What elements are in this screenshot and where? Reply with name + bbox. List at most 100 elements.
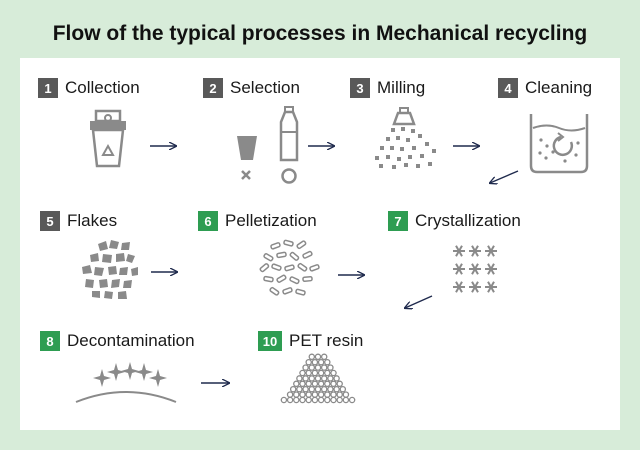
resin-bead: [311, 391, 319, 398]
step-number: 5: [40, 211, 60, 231]
step-label: Selection: [230, 78, 300, 97]
step-label: Crystallization: [415, 211, 521, 230]
resin-bead: [333, 375, 340, 382]
washing-tank-icon: [529, 114, 589, 174]
resin-bead: [280, 396, 288, 404]
resin-bead: [317, 380, 325, 388]
step-number: 6: [198, 211, 218, 231]
resin-bead: [299, 369, 306, 377]
flow-arrows: [150, 146, 519, 383]
resin-bead: [296, 385, 303, 393]
resin-bead: [327, 364, 334, 371]
resin-bead: [299, 396, 306, 404]
step-selection: 2 Selection: [203, 78, 300, 98]
resin-bead: [305, 369, 312, 377]
resin-bead: [324, 369, 331, 377]
diagram-panel: 1 Collection 2 Selection 3 Milling 4 Cle…: [20, 58, 620, 430]
crystals-icon: [453, 245, 497, 293]
resin-bead: [293, 396, 300, 404]
resin-bead: [336, 391, 343, 398]
step-cleaning: 4 Cleaning: [498, 78, 592, 98]
step-label: Flakes: [67, 211, 118, 230]
page-title: Flow of the typical processes in Mechani…: [52, 22, 588, 45]
resin-pile-icon: [280, 353, 356, 404]
step-crystallization: 7 Crystallization: [388, 211, 521, 231]
resin-bead: [314, 353, 322, 361]
step-number: 10: [258, 331, 282, 351]
resin-bead: [327, 375, 334, 382]
resin-bead: [320, 385, 328, 393]
step-number: 7: [388, 211, 408, 231]
resin-bead: [311, 369, 319, 377]
resin-bead: [308, 375, 316, 382]
resin-bead: [342, 396, 350, 404]
resin-bead: [330, 396, 337, 404]
resin-bead: [305, 380, 312, 388]
resin-bead: [311, 380, 319, 388]
recycle-bin-icon: [90, 109, 126, 168]
resin-bead: [289, 385, 297, 393]
resin-bead: [314, 375, 322, 382]
resin-bead: [286, 391, 294, 398]
resin-bead: [330, 369, 337, 377]
flakes-icon: [82, 240, 138, 299]
pellets-icon: [259, 239, 320, 296]
resin-bead: [314, 364, 322, 371]
resin-bead: [299, 380, 306, 388]
resin-bead: [317, 358, 325, 366]
resin-bead: [305, 358, 312, 366]
arrow-icon: [490, 170, 519, 183]
resin-bead: [296, 375, 303, 382]
resin-bead: [339, 385, 347, 393]
resin-bead: [302, 364, 309, 371]
step-pelletization: 6 Pelletization: [198, 211, 317, 231]
resin-bead: [324, 380, 331, 388]
resin-bead: [311, 396, 319, 404]
resin-bead: [286, 396, 294, 404]
step-number: 1: [38, 78, 58, 98]
step-number: 2: [203, 78, 223, 98]
resin-bead: [330, 380, 337, 388]
resin-bead: [324, 396, 331, 404]
step-milling: 3 Milling: [350, 78, 425, 98]
resin-bead: [324, 358, 331, 366]
step-label: PET resin: [289, 331, 364, 350]
resin-bead: [293, 380, 300, 388]
step-collection: 1 Collection: [38, 78, 140, 98]
resin-bead: [308, 353, 316, 361]
resin-bead: [348, 396, 356, 404]
resin-bead: [336, 380, 343, 388]
step-number: 3: [350, 78, 370, 98]
resin-bead: [305, 396, 312, 404]
resin-bead: [336, 396, 343, 404]
step-flakes: 5 Flakes: [40, 211, 117, 231]
resin-bead: [324, 391, 331, 398]
resin-bead: [333, 385, 340, 393]
resin-bead: [302, 375, 309, 382]
resin-bead: [317, 396, 325, 404]
sparkle-arc-icon: [75, 362, 177, 403]
arrow-icon: [405, 295, 433, 308]
resin-bead: [320, 353, 328, 361]
resin-bead: [305, 391, 312, 398]
resin-bead: [311, 358, 319, 366]
resin-bead: [320, 364, 328, 371]
step-label: Cleaning: [525, 78, 593, 97]
step-number: 8: [40, 331, 60, 351]
resin-bead: [314, 385, 322, 393]
step-label: Collection: [65, 78, 140, 97]
step-pet-resin: 10 PET resin: [258, 331, 363, 351]
milling-icon: [375, 107, 436, 169]
resin-bead: [302, 385, 309, 393]
step-number: 4: [498, 78, 518, 98]
resin-bead: [330, 391, 337, 398]
diagram-artwork: [75, 106, 589, 404]
resin-bead: [308, 364, 316, 371]
resin-bead: [320, 375, 328, 382]
step-label: Decontamination: [67, 331, 195, 350]
resin-bead: [317, 369, 325, 377]
resin-bead: [327, 385, 334, 393]
bottle-sort-icon: [237, 106, 299, 184]
resin-bead: [308, 385, 316, 393]
resin-bead: [342, 391, 350, 398]
